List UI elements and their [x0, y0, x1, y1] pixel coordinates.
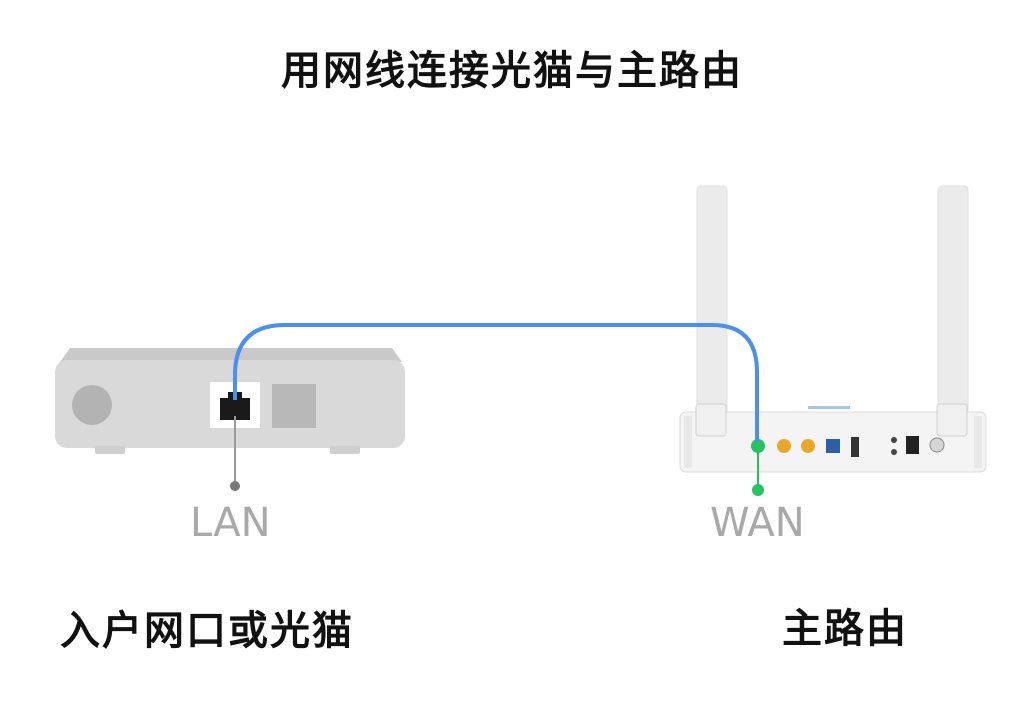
modem-caption: 入户网口或光猫	[60, 608, 354, 654]
lan-indicator-dot	[230, 481, 240, 491]
lan-port-icon	[220, 392, 250, 420]
wan-indicator-dot	[752, 484, 764, 496]
dc-power-port-icon	[929, 437, 945, 453]
lan-port-2-icon	[801, 439, 815, 453]
main-router	[679, 403, 987, 473]
lan-port-3-icon	[826, 439, 840, 453]
lan-label: LAN	[190, 500, 271, 546]
router-caption: 主路由	[782, 606, 908, 652]
lan-port-1-icon	[777, 439, 791, 453]
diagram-title: 用网线连接光猫与主路由	[281, 48, 743, 94]
ethernet-cable	[233, 323, 759, 442]
usb-port-icon	[851, 437, 859, 457]
wan-label: WAN	[710, 500, 805, 546]
power-switch-icon	[906, 436, 919, 454]
power-button-icon	[72, 385, 112, 425]
optical-modem	[55, 348, 405, 454]
router-antennas	[696, 185, 969, 427]
